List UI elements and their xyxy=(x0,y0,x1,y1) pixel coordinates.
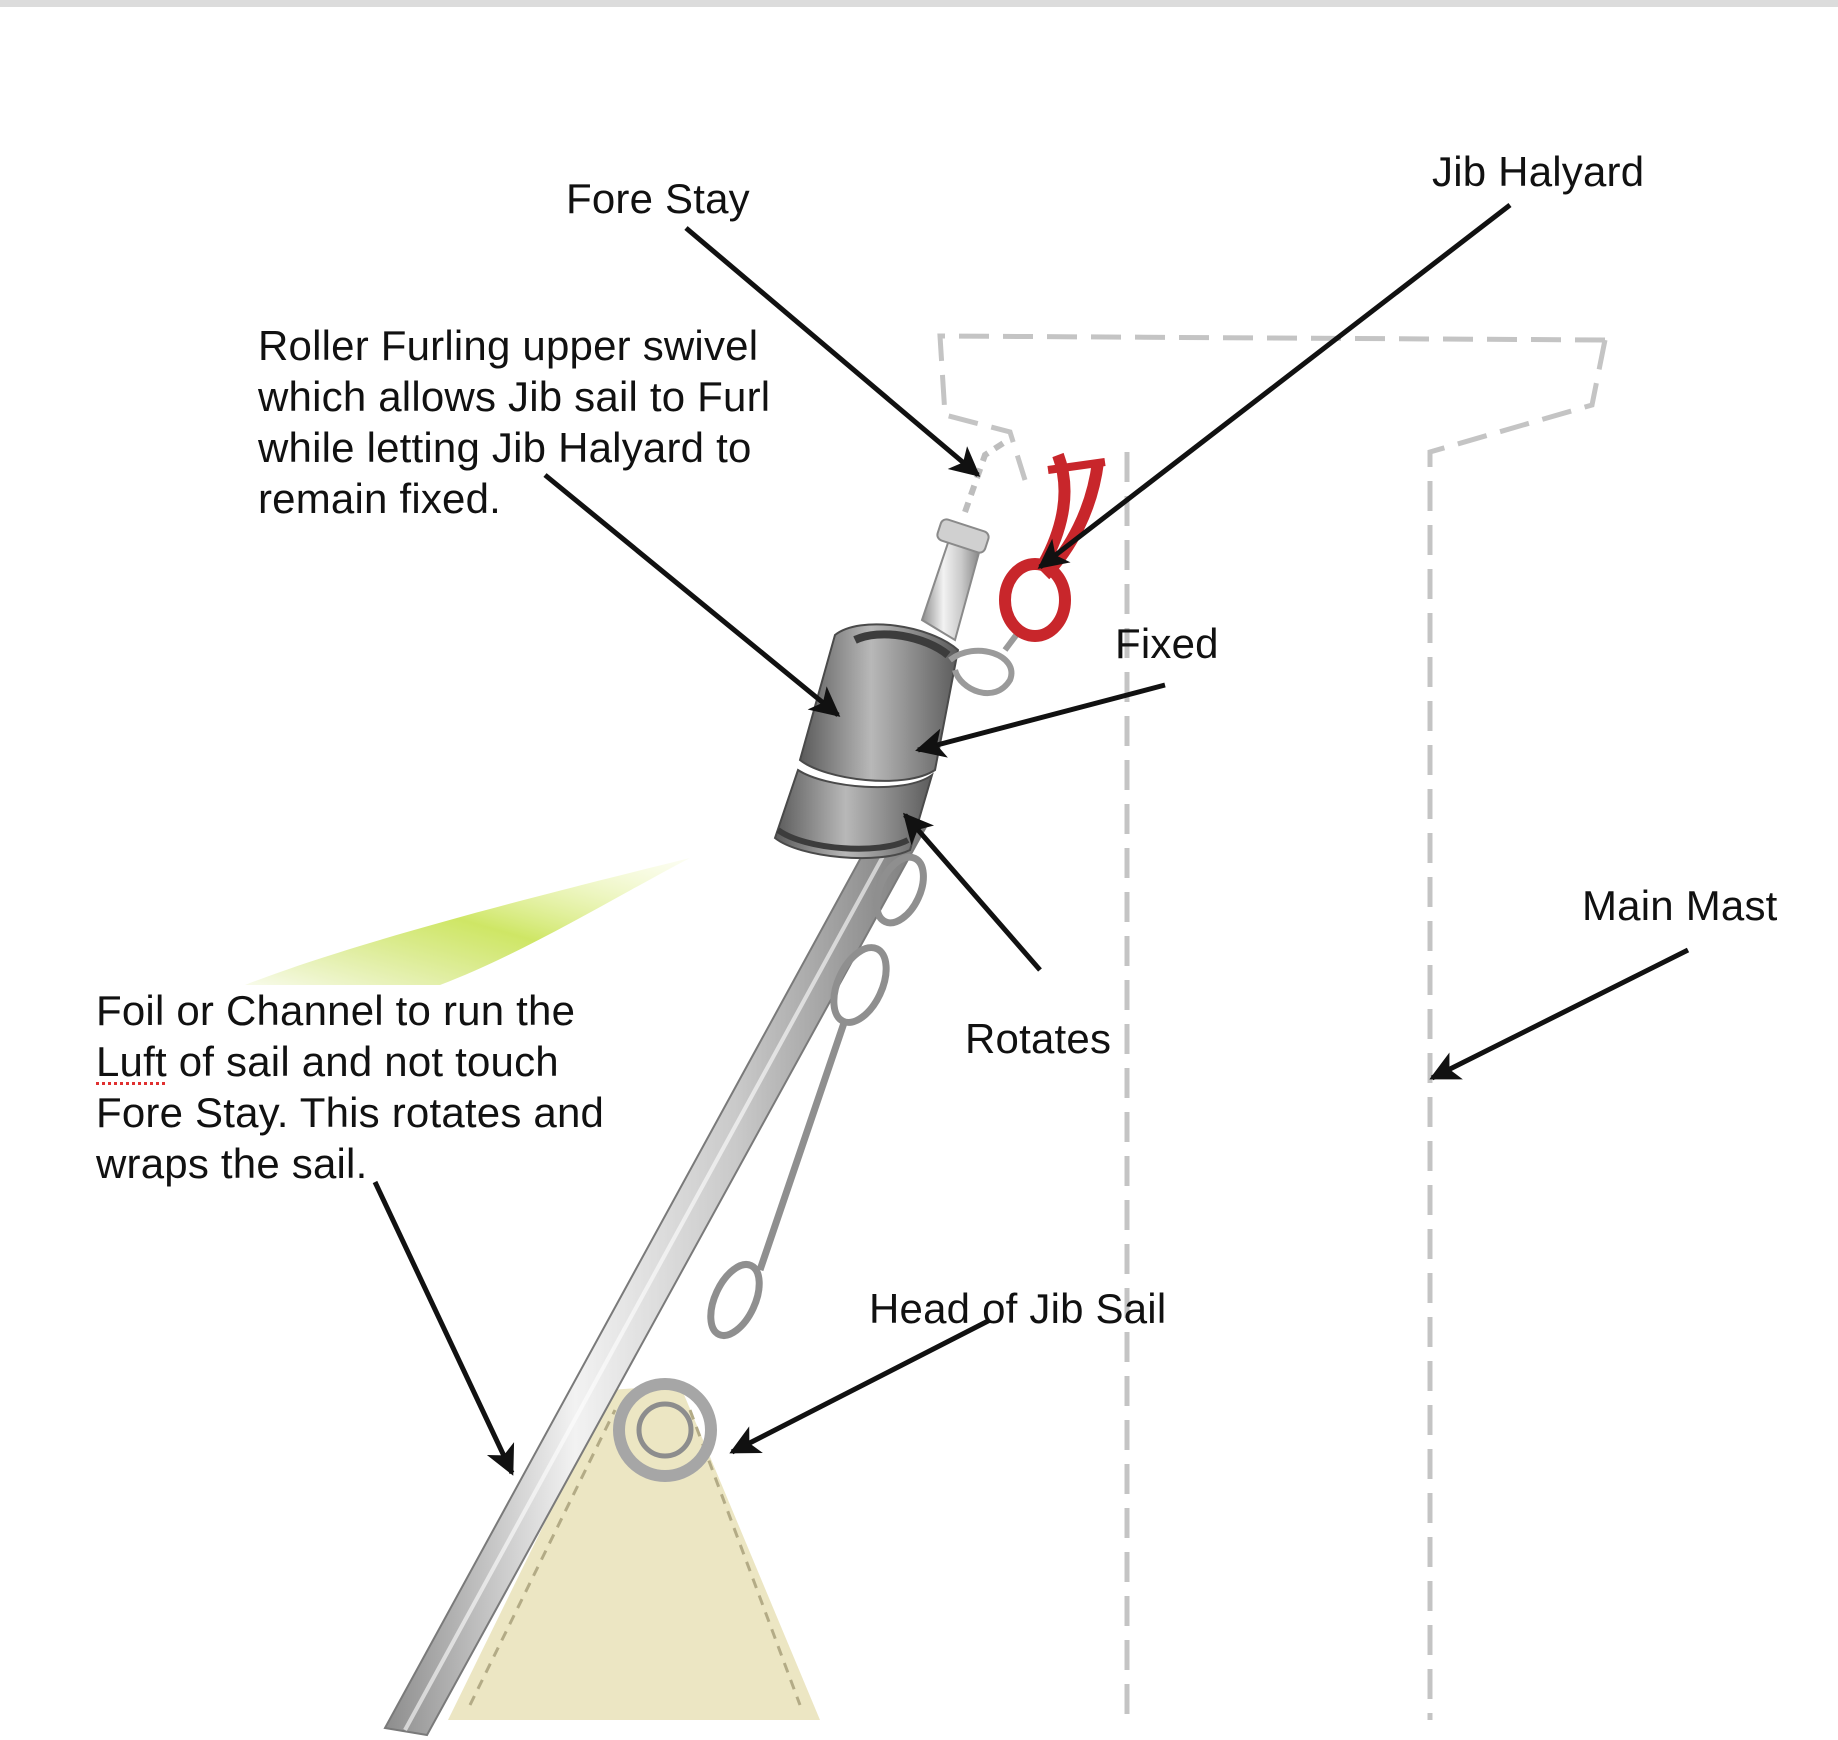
stay-top-fitting xyxy=(920,437,1010,642)
arrow-fixed xyxy=(915,682,1166,758)
swivel-line-1: Roller Furling upper swivel xyxy=(258,322,759,369)
arrow-jib-halyard xyxy=(1037,203,1512,569)
swivel-line-2: which allows Jib sail to Furl xyxy=(258,373,771,420)
label-fore-stay: Fore Stay xyxy=(566,175,750,222)
arrow-main-mast xyxy=(1429,947,1690,1081)
arrow-swivel xyxy=(543,473,841,717)
swivel-shackle xyxy=(948,628,1023,697)
jib-halyard-red xyxy=(999,452,1106,642)
label-head-of-jib-sail: Head of Jib Sail xyxy=(869,1285,1167,1332)
telltale-highlight xyxy=(245,858,690,985)
arrow-rotates xyxy=(903,812,1042,972)
foil-line-2: Luft of sail and not touch xyxy=(96,1036,604,1087)
foil-word-luft: Luft xyxy=(96,1038,167,1085)
arrow-foil xyxy=(372,1180,515,1476)
annotation-arrows xyxy=(372,203,1690,1476)
foil-line-1: Foil or Channel to run the xyxy=(96,987,576,1034)
label-foil-channel: Foil or Channel to run the Luft of sail … xyxy=(96,985,604,1189)
label-fixed: Fixed xyxy=(1115,620,1219,667)
main-mast-outline xyxy=(937,333,1608,1720)
label-rotates: Rotates xyxy=(965,1015,1112,1062)
arrow-fore-stay xyxy=(684,226,981,477)
label-jib-halyard: Jib Halyard xyxy=(1432,148,1645,195)
label-main-mast: Main Mast xyxy=(1582,882,1778,929)
jib-sail xyxy=(448,1385,820,1720)
swivel-chain xyxy=(613,853,927,1482)
foil-line-2-rest: of sail and not touch xyxy=(166,1038,559,1085)
arrow-head-of-jib xyxy=(729,1317,992,1455)
swivel-line-4: remain fixed. xyxy=(258,475,502,522)
roller-furling-swivel xyxy=(773,623,960,860)
swivel-line-3: while letting Jib Halyard to xyxy=(258,424,752,471)
foil-line-4: wraps the sail. xyxy=(96,1140,368,1187)
foil-line-3: Fore Stay. This rotates and xyxy=(96,1089,605,1136)
label-roller-furling-swivel: Roller Furling upper swivel which allows… xyxy=(258,320,770,524)
